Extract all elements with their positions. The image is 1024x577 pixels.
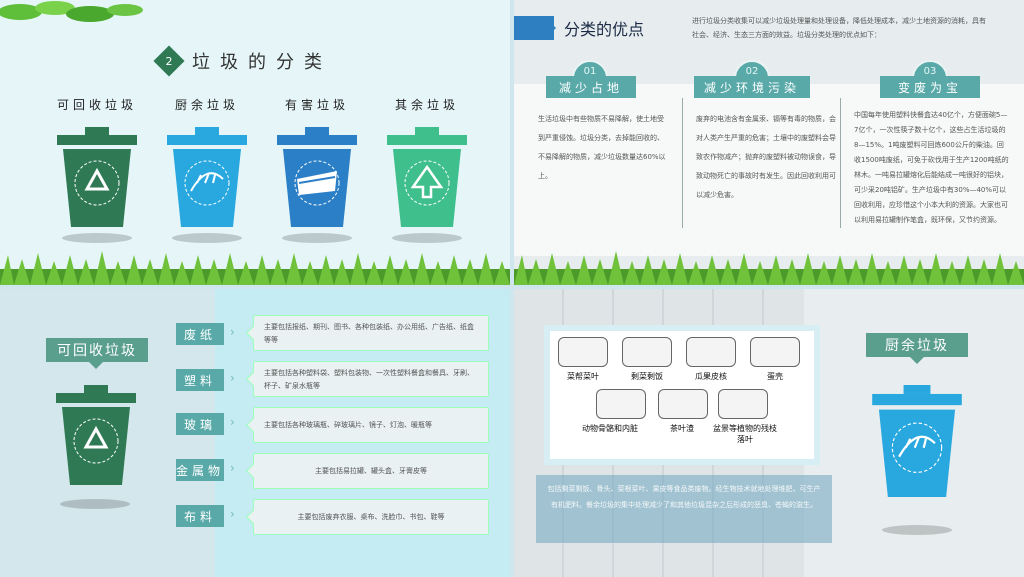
- bin-shadow: [282, 233, 352, 243]
- category-text: 主要包括报纸、期刊、图书、各种包装纸、办公用纸、广告纸、纸盒等等: [264, 323, 474, 344]
- slide-kitchen-waste: 菜帮菜叶 剩菜剩饭 瓜果皮核 蛋壳 动物骨骼和内脏 茶叶渣 盆景等植物的残枝落叶…: [514, 289, 1024, 577]
- illustration-caption: 剩菜剩饭: [631, 372, 663, 381]
- page-title: 分类的优点: [564, 20, 645, 39]
- category-box: 主要包括易拉罐、罐头盒、牙膏皮等: [245, 453, 489, 489]
- category-box: 主要包括报纸、期刊、图书、各种包装纸、办公用纸、广告纸、纸盒等等: [245, 315, 489, 351]
- category-text: 主要包括易拉罐、罐头盒、牙膏皮等: [315, 467, 427, 475]
- chevron-right-icon: ›: [230, 415, 235, 429]
- bin-shadow: [392, 233, 462, 243]
- illustration-caption: 盆景等植物的残枝落叶: [713, 424, 777, 444]
- grass-decoration-icon: [514, 251, 1024, 285]
- bin-label: 有害垃圾: [284, 98, 349, 112]
- section-number-badge: 2: [153, 45, 185, 77]
- bones-icon: [596, 389, 646, 419]
- illustration-caption: 菜帮菜叶: [567, 372, 599, 381]
- description-box: 包括剩菜剩饭、骨头、菜根菜叶、果皮等食品类废物。经生物技术就地处理堆肥，可生产有…: [536, 475, 832, 543]
- chevron-right-icon: ›: [230, 325, 235, 339]
- bin-label: 其余垃圾: [394, 98, 459, 112]
- section-heading: 2 垃圾的分类: [153, 45, 332, 77]
- category-box: 主要包括各种玻璃瓶、碎玻璃片、镜子、灯泡、暖瓶等: [245, 407, 489, 443]
- category-text: 主要包括废弃衣服、桌布、洗脸巾、书包、鞋等: [297, 513, 445, 521]
- advantage-heading: 减少环境污染: [694, 76, 810, 98]
- category-text: 主要包括各种玻璃瓶、碎玻璃片、镜子、灯泡、暖瓶等: [264, 421, 432, 429]
- bin-shadow: [60, 499, 130, 509]
- bin-label: 可回收垃圾: [56, 98, 137, 112]
- chevron-right-icon: ›: [230, 371, 235, 385]
- intro-text: 进行垃圾分类收集可以减少垃圾处理量和处理设备，降低处理成本，减少土地资源的消耗，…: [692, 17, 986, 39]
- grass-decoration-icon: [0, 251, 510, 285]
- vegetable-leaves-icon: [558, 337, 608, 367]
- page-title: 垃圾的分类: [192, 52, 332, 73]
- title-tag-arrow: [544, 16, 556, 40]
- fishbone-icon: [872, 385, 962, 497]
- leftovers-icon: [622, 337, 672, 367]
- recycle-icon: [57, 127, 137, 227]
- bin-shadow: [62, 233, 132, 243]
- illustration-panel: 菜帮菜叶 剩菜剩饭 瓜果皮核 蛋壳 动物骨骼和内脏 茶叶渣 盆景等植物的残枝落叶: [544, 325, 820, 465]
- category-box: 主要包括各种塑料袋、塑料包装物、一次性塑料餐盒和餐具、牙刷、杯子、矿泉水瓶等: [245, 361, 489, 397]
- category-label: 塑料: [176, 369, 224, 391]
- plant-branch-icon: [718, 389, 768, 419]
- fishbone-icon: [167, 127, 247, 227]
- bin-label: 厨余垃圾: [174, 98, 239, 112]
- bin-row: 可回收垃圾 厨余垃圾 有害垃圾: [52, 96, 472, 243]
- slide-garbage-types: 2 垃圾的分类 可回收垃圾 厨余垃圾 有害垃圾: [0, 0, 510, 285]
- battery-icon: [277, 127, 357, 227]
- eggshell-icon: [750, 337, 800, 367]
- divider: [840, 98, 841, 228]
- section-label: 可回收垃圾: [46, 338, 148, 362]
- tree-icon: [387, 127, 467, 227]
- slide-recyclable: 可回收垃圾 废纸 › 主要包括报纸、期刊、图书、各种包装纸、办公用纸、广告纸、纸…: [0, 289, 510, 577]
- section-label: 厨余垃圾: [866, 333, 968, 357]
- advantage-text: 废弃的电池含有金属汞、镉等有毒的物质，会对人类产生严重的危害；土壤中的废塑料会导…: [696, 115, 836, 199]
- illustration-caption: 动物骨骼和内脏: [582, 424, 638, 433]
- bin-harmful: 有害垃圾: [272, 96, 362, 243]
- advantage-text: 生活垃圾中有些物质不易降解，使土地受到严重侵蚀。垃圾分类，去掉能回收的、不易降解…: [538, 115, 666, 180]
- advantage-text: 中国每年使用塑料快餐盒达40亿个，方便面碗5—7亿个，一次性筷子数十亿个，这些占…: [854, 111, 1009, 224]
- category-box: 主要包括废弃衣服、桌布、洗脸巾、书包、鞋等: [245, 499, 489, 535]
- advantage-heading: 变废为宝: [880, 76, 980, 98]
- label-arrow: [910, 357, 924, 364]
- illustration-caption: 瓜果皮核: [695, 372, 727, 381]
- category-label: 玻璃: [176, 413, 224, 435]
- chevron-right-icon: ›: [230, 461, 235, 475]
- category-text: 主要包括各种塑料袋、塑料包装物、一次性塑料餐盒和餐具、牙刷、杯子、矿泉水瓶等: [264, 369, 474, 390]
- advantage-heading: 减少占地: [546, 76, 636, 98]
- category-label: 金属物: [176, 459, 224, 481]
- recycle-icon: [56, 385, 136, 485]
- leaf-decoration-icon: [0, 1, 143, 22]
- bin-kitchen: 厨余垃圾: [162, 96, 252, 243]
- label-arrow: [89, 362, 103, 369]
- chevron-right-icon: ›: [230, 507, 235, 521]
- slide-advantages: 分类的优点 进行垃圾分类收集可以减少垃圾处理量和处理设备，降低处理成本，减少土地…: [514, 0, 1024, 285]
- bin-shadow: [882, 525, 952, 535]
- tea-leaves-icon: [658, 389, 708, 419]
- bin-shadow: [172, 233, 242, 243]
- fruit-peel-icon: [686, 337, 736, 367]
- illustration-caption: 蛋壳: [767, 372, 783, 381]
- category-label: 布料: [176, 505, 224, 527]
- illustration-caption: 茶叶渣: [670, 424, 694, 433]
- category-label: 废纸: [176, 323, 224, 345]
- advantage-columns: 生活垃圾中有些物质不易降解，使土地受到严重侵蚀。垃圾分类，去掉能回收的、不易降解…: [514, 84, 1024, 256]
- bin-other: 其余垃圾: [382, 96, 472, 243]
- bin-recyclable: 可回收垃圾: [52, 96, 142, 243]
- divider: [682, 98, 683, 228]
